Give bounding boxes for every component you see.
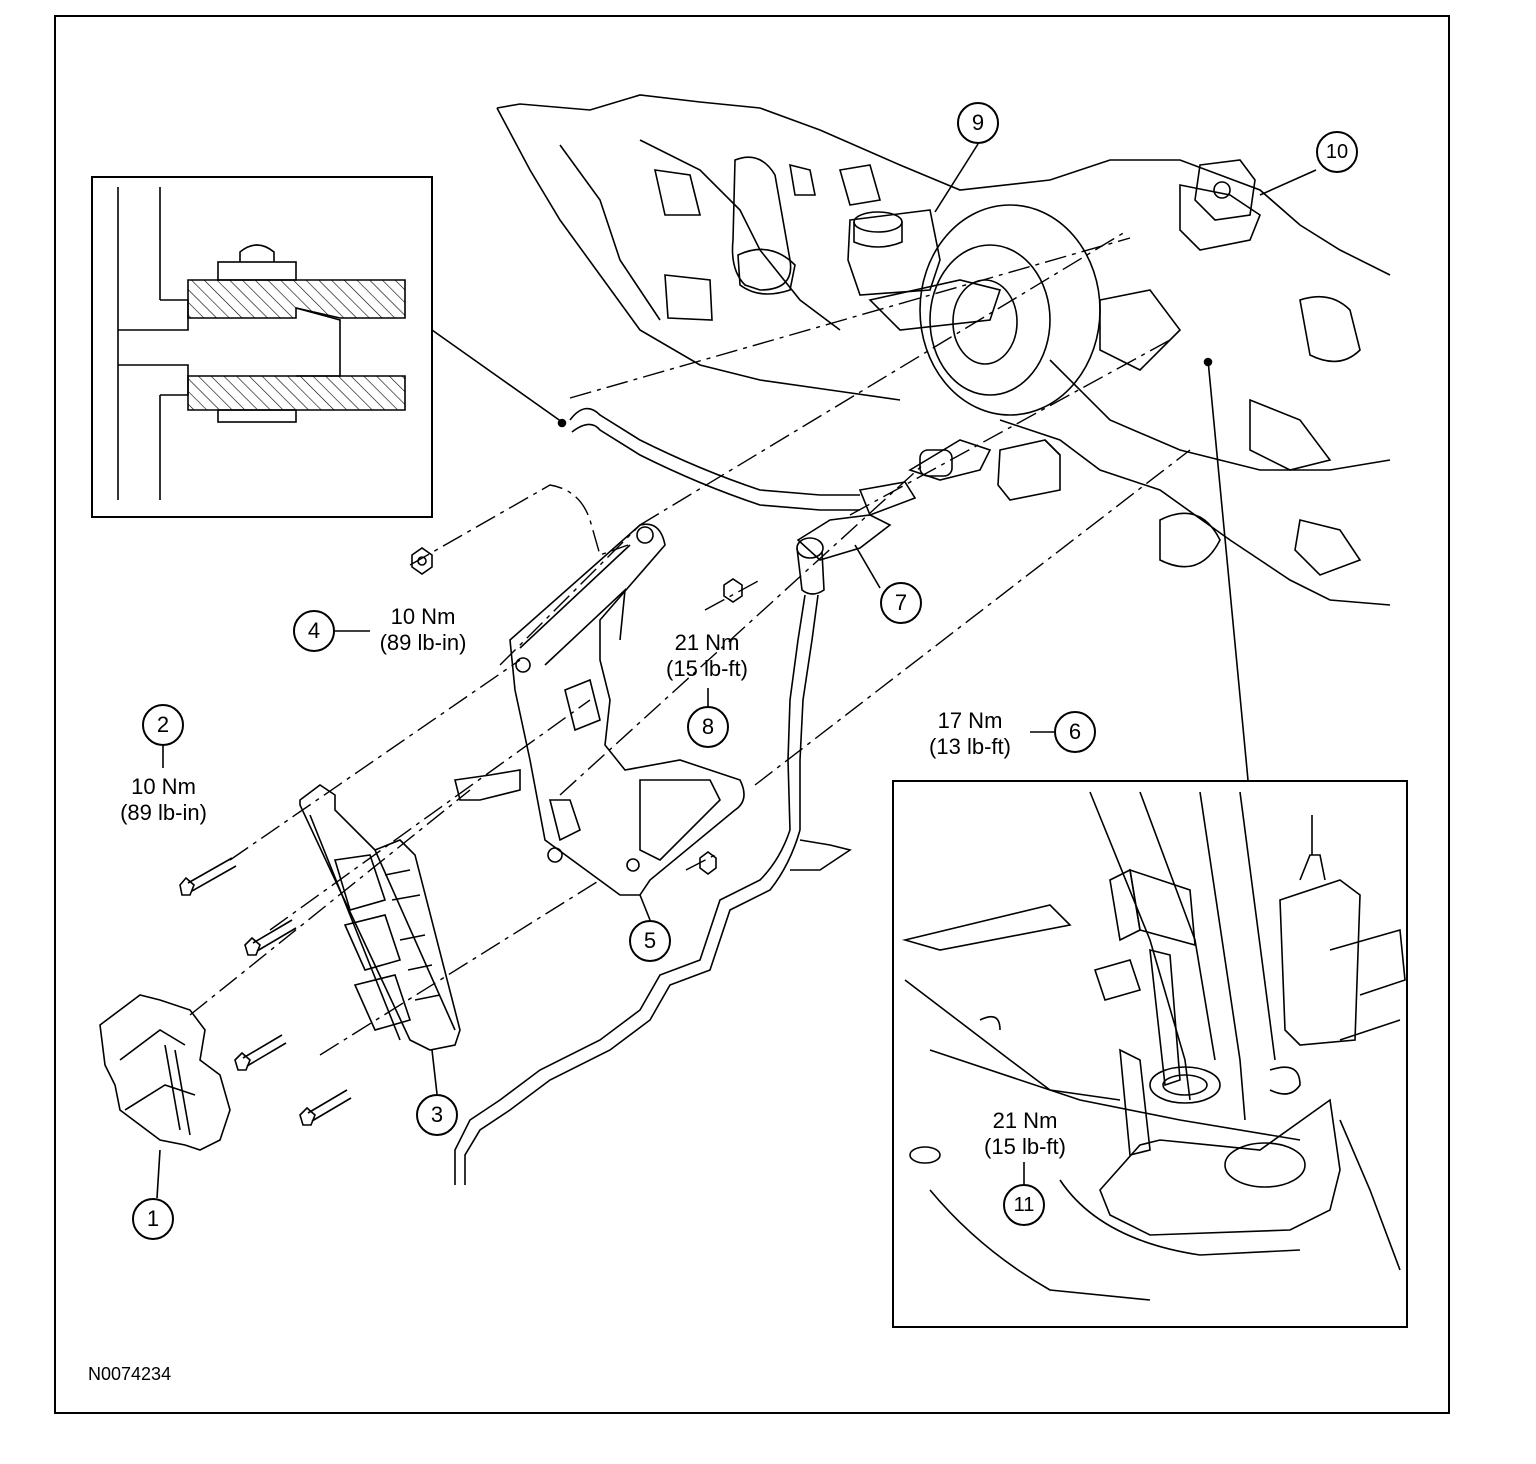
- torque-imperial: (89 lb-in): [120, 800, 207, 825]
- callout-leaders: [156, 143, 1317, 1199]
- torque-imperial: (15 lb-ft): [984, 1134, 1066, 1159]
- callout-6: 6: [1054, 711, 1096, 753]
- torque-label-4: 10 Nm (89 lb-in): [368, 604, 478, 656]
- pcm-module: [299, 784, 461, 1051]
- callout-11: 11: [1003, 1184, 1045, 1226]
- torque-nm: 10 Nm: [131, 774, 196, 799]
- connector-assembly: [99, 994, 231, 1151]
- torque-label-2: 10 Nm (89 lb-in): [106, 774, 221, 826]
- torque-nm: 10 Nm: [390, 604, 456, 629]
- callout-2: 2: [142, 704, 184, 746]
- torque-imperial: (13 lb-ft): [929, 734, 1011, 759]
- cross-section-inset: [91, 176, 433, 518]
- torque-nm: 21 Nm: [992, 1108, 1058, 1133]
- diagram-frame: [54, 15, 1450, 1414]
- torque-label-6: 17 Nm (13 lb-ft): [915, 708, 1025, 760]
- torque-label-11: 21 Nm (15 lb-ft): [970, 1108, 1080, 1160]
- nuts: [411, 547, 743, 875]
- drawing-id: N0074234: [88, 1364, 172, 1384]
- alignment-lines: [189, 231, 1191, 1056]
- vacuum-hose: [569, 407, 992, 517]
- torque-label-8: 21 Nm (15 lb-ft): [652, 630, 762, 682]
- callout-8: 8: [687, 706, 729, 748]
- strut-tower: [1194, 159, 1256, 221]
- relay-module: [997, 439, 1061, 501]
- wiring-harness: [454, 829, 852, 1185]
- connector-7: [787, 514, 892, 831]
- callout-4: 4: [293, 610, 335, 652]
- brake-fluid-reservoir: [847, 209, 1002, 331]
- dash-panel-body: [496, 94, 1391, 606]
- inset-leader: [431, 329, 563, 423]
- torque-nm: 17 Nm: [937, 708, 1003, 733]
- callout-1: 1: [132, 1198, 174, 1240]
- pcm-bracket: [454, 523, 745, 896]
- pcm-bolts: [179, 857, 352, 1126]
- torque-nm: 21 Nm: [674, 630, 740, 655]
- callout-3: 3: [416, 1094, 458, 1136]
- torque-imperial: (15 lb-ft): [666, 656, 748, 681]
- callout-10: 10: [1316, 131, 1358, 173]
- detail-inset: [892, 780, 1408, 1328]
- callout-7: 7: [880, 582, 922, 624]
- callout-9: 9: [957, 102, 999, 144]
- torque-imperial: (89 lb-in): [379, 630, 467, 655]
- callout-5: 5: [629, 920, 671, 962]
